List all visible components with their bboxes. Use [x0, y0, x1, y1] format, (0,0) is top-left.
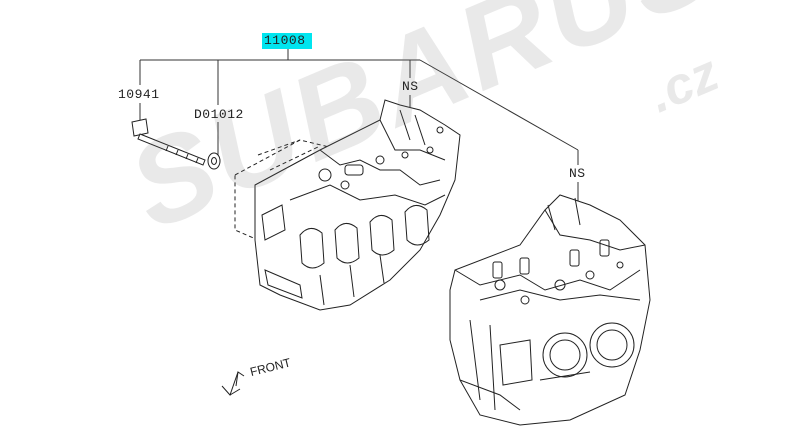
callout-ns-upper[interactable]: NS [402, 79, 419, 94]
callout-washer[interactable]: D01012 [194, 107, 244, 122]
bolt-part [131, 118, 206, 166]
front-arrow-icon [221, 371, 245, 396]
leader-diagonal [419, 59, 579, 151]
callout-bolt[interactable]: 10941 [118, 87, 160, 102]
engine-block-lower [449, 194, 651, 426]
callout-assembly[interactable]: 11008 [262, 33, 312, 49]
washer-part [207, 152, 221, 170]
engine-block-upper [234, 99, 461, 311]
callout-ns-lower[interactable]: NS [569, 166, 586, 181]
